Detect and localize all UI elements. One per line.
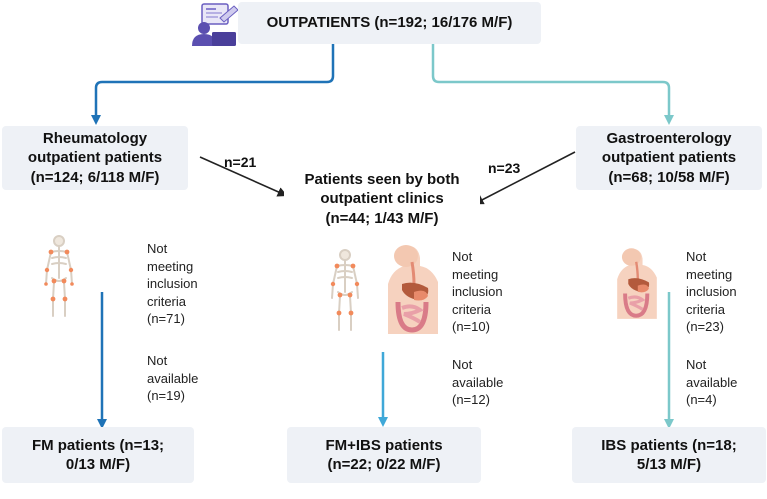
note-line: meeting	[686, 266, 733, 282]
note-line: inclusion	[452, 284, 503, 300]
arrow-top-to-gastroenterology	[431, 42, 674, 125]
note-line: (n=4)	[686, 392, 717, 408]
note-line: available	[147, 370, 199, 386]
note-line: inclusion	[147, 276, 198, 292]
note-line: (n=23)	[686, 319, 724, 335]
gastroenterology-box: Gastroenterology outpatient patients (n=…	[576, 126, 762, 190]
ibs-patients-line2: 5/13 M/F)	[636, 456, 702, 473]
note-line: available	[452, 374, 504, 390]
both-clinics-count: (n=44; 1/43 M/F)	[325, 209, 439, 227]
right-unavailable-note: Not available (n=4)	[686, 356, 737, 409]
note-line: meeting	[147, 258, 194, 274]
note-line: criteria	[452, 301, 492, 317]
note-line: criteria	[686, 301, 726, 317]
note-line: Not	[686, 357, 707, 372]
left-unavailable-note: Not available (n=19)	[147, 352, 198, 405]
note-line: criteria	[147, 293, 187, 309]
arrow-rheumatology-to-both	[199, 156, 288, 197]
note-line: inclusion	[686, 284, 737, 300]
note-line: Not	[452, 357, 473, 372]
note-line: (n=19)	[147, 388, 185, 404]
center-unavailable-note: Not available (n=12)	[452, 356, 503, 409]
rheumatology-count: (n=124; 6/118 M/F)	[30, 168, 160, 186]
left-excluded-note: Not meeting inclusion criteria (n=71)	[147, 240, 198, 328]
fm-patients-box: FM patients (n=13; 0/13 M/F)	[2, 427, 194, 483]
clinician-computer-icon	[192, 3, 239, 46]
digestive-system-icon	[617, 248, 657, 319]
rheumatology-title: Rheumatology	[42, 130, 148, 148]
note-line: (n=71)	[147, 311, 185, 327]
note-line: Not	[686, 249, 707, 264]
note-line: (n=10)	[452, 319, 490, 335]
center-excluded-note: Not meeting inclusion criteria (n=10)	[452, 248, 503, 336]
skeleton-icon	[44, 235, 74, 317]
fm-ibs-patients-box: FM+IBS patients (n=22; 0/22 M/F)	[287, 427, 481, 483]
rheumatology-box: Rheumatology outpatient patients (n=124;…	[2, 126, 188, 190]
ibs-patients-line1: IBS patients (n=18;	[601, 436, 737, 454]
note-line: Not	[147, 241, 168, 256]
both-clinics-box: Patients seen by both outpatient clinics…	[284, 164, 480, 234]
edge-label-left: n=21	[224, 154, 257, 170]
arrow-gastroenterology-to-both	[473, 151, 576, 205]
fm-patients-line1: FM patients (n=13;	[31, 436, 165, 454]
both-clinics-subtitle: outpatient clinics	[320, 190, 444, 208]
ibs-patients-box: IBS patients (n=18; 5/13 M/F)	[572, 427, 766, 483]
arrow-top-to-rheumatology	[91, 42, 335, 125]
edge-label-right: n=23	[488, 160, 521, 176]
outpatients-box: OUTPATIENTS (n=192; 16/176 M/F)	[238, 2, 541, 44]
fm-patients-line2: 0/13 M/F)	[65, 456, 131, 473]
digestive-system-icon	[388, 245, 438, 334]
gastroenterology-title: Gastroenterology	[606, 130, 732, 148]
fm-ibs-patients-line1: FM+IBS patients	[325, 436, 443, 454]
note-line: available	[686, 374, 738, 390]
note-line: Not	[452, 249, 473, 264]
note-line: (n=12)	[452, 392, 490, 408]
outpatients-label: OUTPATIENTS (n=192; 16/176 M/F)	[266, 14, 513, 32]
right-excluded-note: Not meeting inclusion criteria (n=23)	[686, 248, 737, 336]
gastroenterology-subtitle: outpatient patients	[601, 149, 737, 167]
gastroenterology-count: (n=68; 10/58 M/F)	[608, 168, 730, 186]
note-line: meeting	[452, 266, 499, 282]
rheumatology-subtitle: outpatient patients	[27, 149, 163, 167]
skeleton-icon	[330, 249, 360, 331]
both-clinics-title: Patients seen by both	[304, 171, 460, 189]
note-line: Not	[147, 353, 168, 368]
fm-ibs-patients-line2: (n=22; 0/22 M/F)	[327, 456, 441, 473]
